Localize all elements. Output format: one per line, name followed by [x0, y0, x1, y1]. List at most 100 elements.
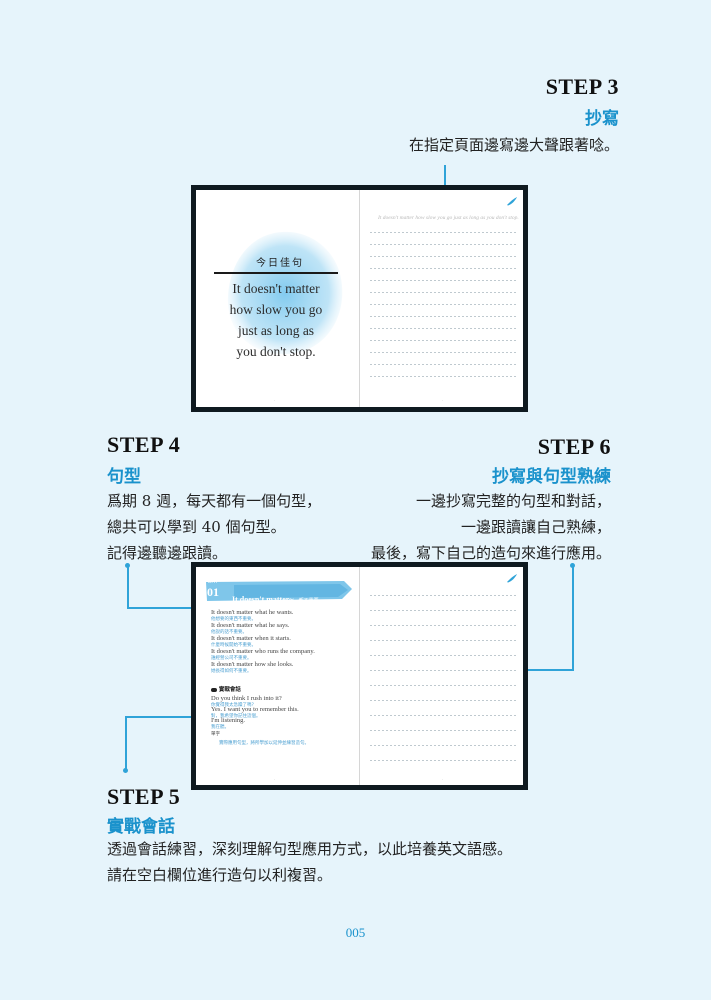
ruled-line	[370, 280, 516, 281]
talk-header: 實戰會話	[211, 685, 359, 693]
book2-left-page-number: ·	[274, 777, 276, 782]
step6-line-2: 一邊跟讀讓自己熟練，	[460, 518, 611, 536]
example-list: It doesn't matter what he wants. 他想要的東西不…	[211, 609, 359, 674]
ruled-line	[370, 364, 516, 365]
step4-line-1: 爲期 8 週，每天都有一個句型，	[107, 492, 322, 510]
talk-zh: 我在聽。	[211, 724, 229, 729]
step6-line-3: 最後，寫下自己的造句來進行應用。	[370, 544, 611, 562]
example-item: It doesn't matter when it starts. 什麼時候開始…	[211, 635, 359, 648]
talk-zh: 你覺得我太急躁了嗎？	[211, 702, 256, 707]
example-zh: 什麼時候開始不重要。	[211, 642, 256, 647]
step4-line-3: 記得邊聽邊跟讀。	[107, 544, 228, 562]
ruled-line	[370, 655, 516, 656]
talk-en: I'm listening.	[211, 717, 246, 724]
example-item: It doesn't matter who runs the company. …	[211, 648, 359, 661]
step3-subtitle: 抄寫	[585, 109, 619, 129]
example-zh: 她長得如何不重要。	[211, 668, 252, 673]
book-spread-1: 今日佳句 It doesn't matter how slow you go j…	[191, 185, 528, 412]
ruled-line	[370, 760, 516, 761]
ruled-line	[370, 304, 516, 305]
example-en: It doesn't matter who runs the company.	[211, 648, 315, 655]
book-spread-2: DAY 01 It doesn't matter~ 都不重要~ It doesn…	[191, 562, 528, 790]
page-number: 005	[345, 925, 366, 940]
pattern-title-en: It doesn't matter~	[232, 595, 294, 604]
talk-item: Do you think I rush into it? 你覺得我太急躁了嗎？	[211, 695, 359, 707]
ruled-line	[370, 610, 516, 611]
ruled-line	[370, 700, 516, 701]
step6-title: STEP 6	[537, 434, 611, 459]
step5-line-2: 請在空白欄位進行造句以利複習。	[107, 866, 333, 884]
connector-step4	[127, 607, 209, 609]
pattern-title-zh: 都不重要~	[298, 598, 323, 604]
book2-spine	[359, 567, 360, 785]
step6-description: 一邊抄寫完整的句型和對話， 一邊跟讀讓自己熟練， 最後，寫下自己的造句來進行應用…	[371, 488, 611, 566]
step6-subtitle: 抄寫與句型熟練	[492, 467, 611, 487]
connector-step6	[572, 565, 574, 670]
ruled-line	[370, 640, 516, 641]
example-zh: 誰經營公司不重要。	[211, 655, 252, 660]
step5-description: 透過會話練習，深刻理解句型應用方式，以此培養英文語感。 請在空白欄位進行造句以利…	[107, 836, 512, 888]
connector-step6	[510, 669, 574, 671]
ruled-line	[370, 670, 516, 671]
connector-step5-dot	[123, 768, 128, 773]
example-zh: 他想要的東西不重要。	[211, 616, 256, 621]
ruled-line	[370, 745, 516, 746]
ruled-line	[370, 328, 516, 329]
ruled-line	[370, 256, 516, 257]
example-en: It doesn't matter how she looks.	[211, 661, 294, 668]
speech-icon	[211, 687, 217, 692]
watercolor-blob	[227, 231, 343, 355]
example-item: It doesn't matter what he says. 他說的話不重要。	[211, 622, 359, 635]
connector-step5	[125, 716, 127, 770]
ruled-line	[370, 268, 516, 269]
example-item: It doesn't matter how she looks. 她長得如何不重…	[211, 661, 359, 674]
pattern-header-brush	[206, 581, 352, 601]
book1-left-page-number: ·	[274, 398, 276, 403]
ruled-line	[370, 376, 516, 377]
example-zh: 他說的話不重要。	[211, 629, 247, 634]
step6-line-1: 一邊抄寫完整的句型和對話，	[415, 492, 611, 510]
connector-step4	[127, 565, 129, 608]
note-text: 實際應用句型，將所學加以延伸並練習造句。	[219, 740, 309, 745]
day-number: 01	[207, 585, 219, 599]
pen-icon	[507, 574, 517, 583]
note-label: 單字	[211, 731, 220, 736]
step5-line-1: 透過會話練習，深刻理解句型應用方式，以此培養英文語感。	[107, 840, 513, 858]
step3-description: 在指定頁面邊寫邊大聲跟著唸。	[408, 136, 619, 154]
step4-description: 爲期 8 週，每天都有一個句型， 總共可以學到 40 個句型。 記得邊聽邊跟讀。	[107, 488, 321, 566]
talk-en: Do you think I rush into it?	[211, 695, 282, 702]
step4-line-2: 總共可以學到 40 個句型。	[107, 518, 286, 536]
ruled-line	[370, 232, 516, 233]
ruled-line	[370, 730, 516, 731]
ruled-line	[370, 595, 516, 596]
quote-line-1: It doesn't matter	[232, 281, 320, 296]
ruled-line	[370, 625, 516, 626]
step4-title: STEP 4	[107, 432, 181, 457]
ruled-line	[370, 244, 516, 245]
talk-item: Yes. I want you to remember this. 對，我希望你…	[211, 706, 359, 718]
book1-spine	[359, 190, 360, 407]
ruled-line	[370, 715, 516, 716]
quote-line-3: just as long as	[237, 323, 315, 338]
quote-line-4: you don't stop.	[236, 344, 316, 359]
example-en: It doesn't matter when it starts.	[211, 635, 291, 642]
book2-right-page-number: ·	[442, 777, 444, 782]
ruled-line	[370, 685, 516, 686]
talk-section: 實戰會話 Do you think I rush into it? 你覺得我太急…	[211, 685, 359, 746]
step5-title: STEP 5	[107, 784, 181, 809]
ruled-line	[370, 340, 516, 341]
book1-trace-sentence: It doesn't matter how slow you go just a…	[378, 215, 519, 221]
book1-header: 今日佳句	[256, 258, 304, 269]
example-en: It doesn't matter what he wants.	[211, 609, 294, 616]
talk-zh: 對，我希望你記住這個。	[211, 713, 261, 718]
example-item: It doesn't matter what he wants. 他想要的東西不…	[211, 609, 359, 622]
talk-header-label: 實戰會話	[218, 687, 241, 693]
ruled-line	[370, 316, 516, 317]
talk-en: Yes. I want you to remember this.	[211, 706, 299, 713]
connector-step5	[125, 716, 197, 718]
step4-subtitle: 句型	[107, 467, 141, 487]
example-en: It doesn't matter what he says.	[211, 622, 290, 629]
talk-item: I'm listening. 我在聽。	[211, 717, 359, 729]
book1-right-page-number: ·	[442, 398, 444, 403]
pattern-title: It doesn't matter~ 都不重要~	[232, 587, 323, 606]
